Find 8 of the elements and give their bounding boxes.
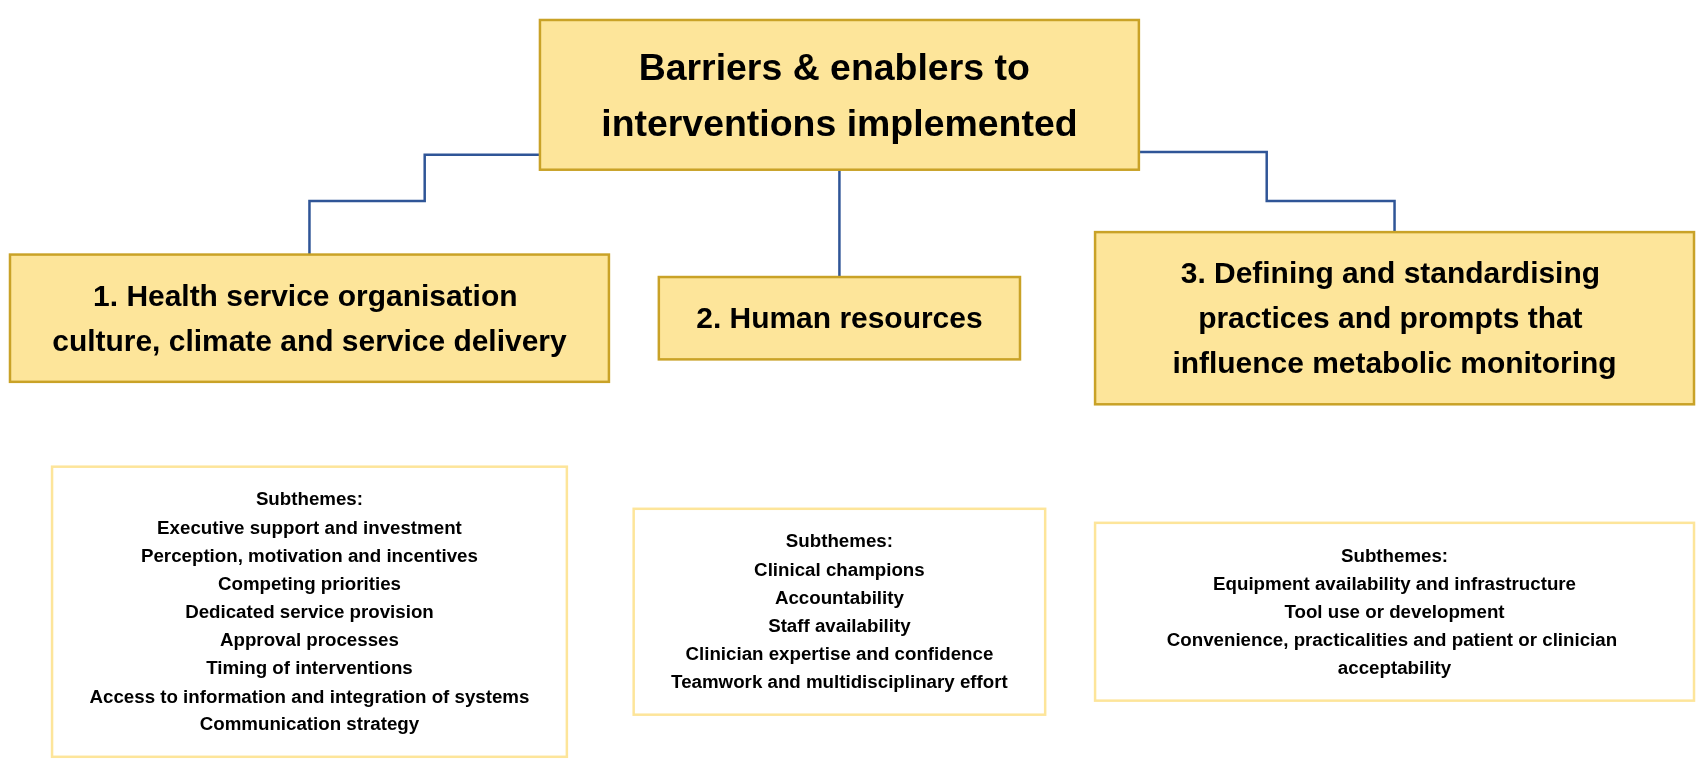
hierarchy-diagram: Barriers & enablers to interventions implemented 1. Health service organisation culture, climate and service delivery 2. Human resources 3. Defining and standardising practices and prompts that influence metabolic monitoring Subthemes: Executive support and investment Perception, motivation and incentives Competing priorities Dedicated service provision Approval processes Timing of interventions Access to information and integration of systems Communication strategy Subthemes: Clinical champions Accountability Staff availability Clinician expertise and confidence Teamwork and multidisciplinary effort Subthemes: Equipment availability and infrastructure Tool use or development Convenience, practicalities and patient or clinician acceptability [0, 9, 1704, 767]
node-box [657, 275, 1022, 361]
node-box [1093, 521, 1696, 702]
node-box [8, 252, 611, 383]
node-box [632, 507, 1047, 716]
node-box [50, 465, 569, 758]
node-box [538, 18, 1141, 171]
node-box [1093, 230, 1696, 406]
